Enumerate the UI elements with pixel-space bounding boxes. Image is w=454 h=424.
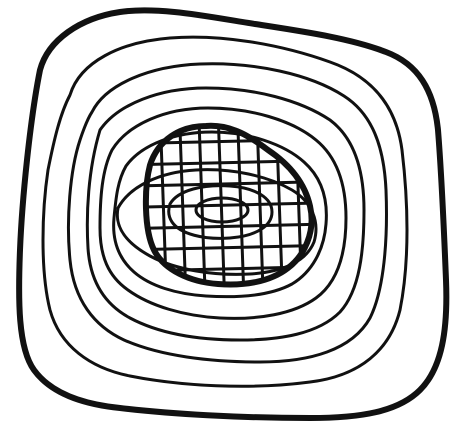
grid-line-horizontal [144, 224, 318, 228]
grid-line-vertical [296, 120, 302, 290]
grid-line-horizontal [144, 182, 318, 186]
grid-line-horizontal [144, 246, 318, 250]
grid-line-horizontal [144, 161, 318, 165]
